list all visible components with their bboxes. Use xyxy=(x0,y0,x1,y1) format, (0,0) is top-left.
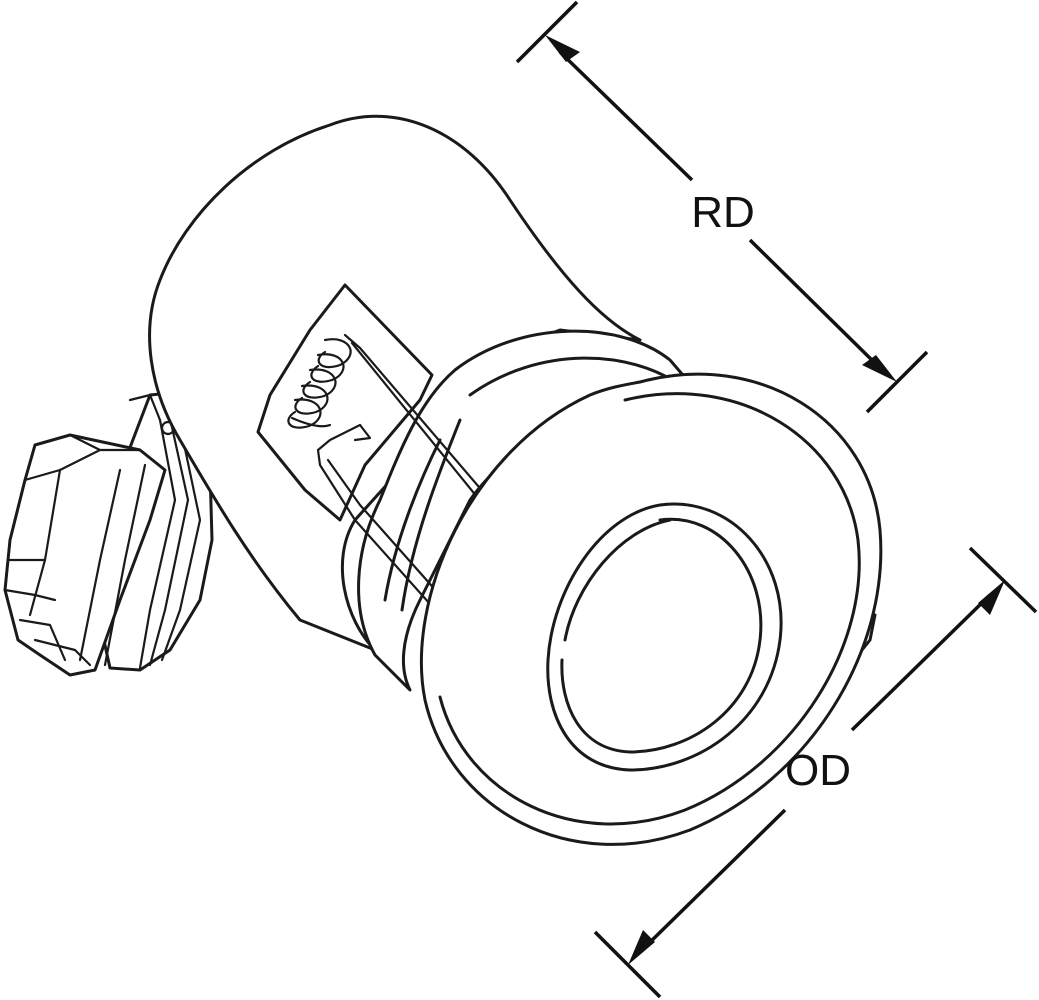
spring-clip-plate xyxy=(256,283,434,522)
od-label: OD xyxy=(785,746,851,795)
aperture xyxy=(546,502,783,772)
collar-rings xyxy=(357,329,702,692)
rd-arrowhead-bottom xyxy=(862,355,897,382)
rd-dimension-line-lower xyxy=(748,238,882,370)
od-arrowhead-bottom xyxy=(628,930,655,965)
rd-dimension-line-upper xyxy=(558,50,694,182)
spring-coil xyxy=(287,338,352,429)
rd-extension-top xyxy=(515,0,579,64)
dimension-od: OD xyxy=(593,546,1038,999)
od-dimension-line-lower xyxy=(640,808,787,952)
od-extension-top xyxy=(968,546,1038,614)
terminal-block xyxy=(3,390,214,677)
od-arrowhead-top xyxy=(978,580,1005,615)
rd-arrowhead-top xyxy=(545,35,580,62)
rd-label: RD xyxy=(691,188,755,237)
dimension-rd: RD xyxy=(515,0,929,414)
od-extension-bottom xyxy=(593,930,662,999)
od-dimension-line-upper xyxy=(850,593,992,732)
